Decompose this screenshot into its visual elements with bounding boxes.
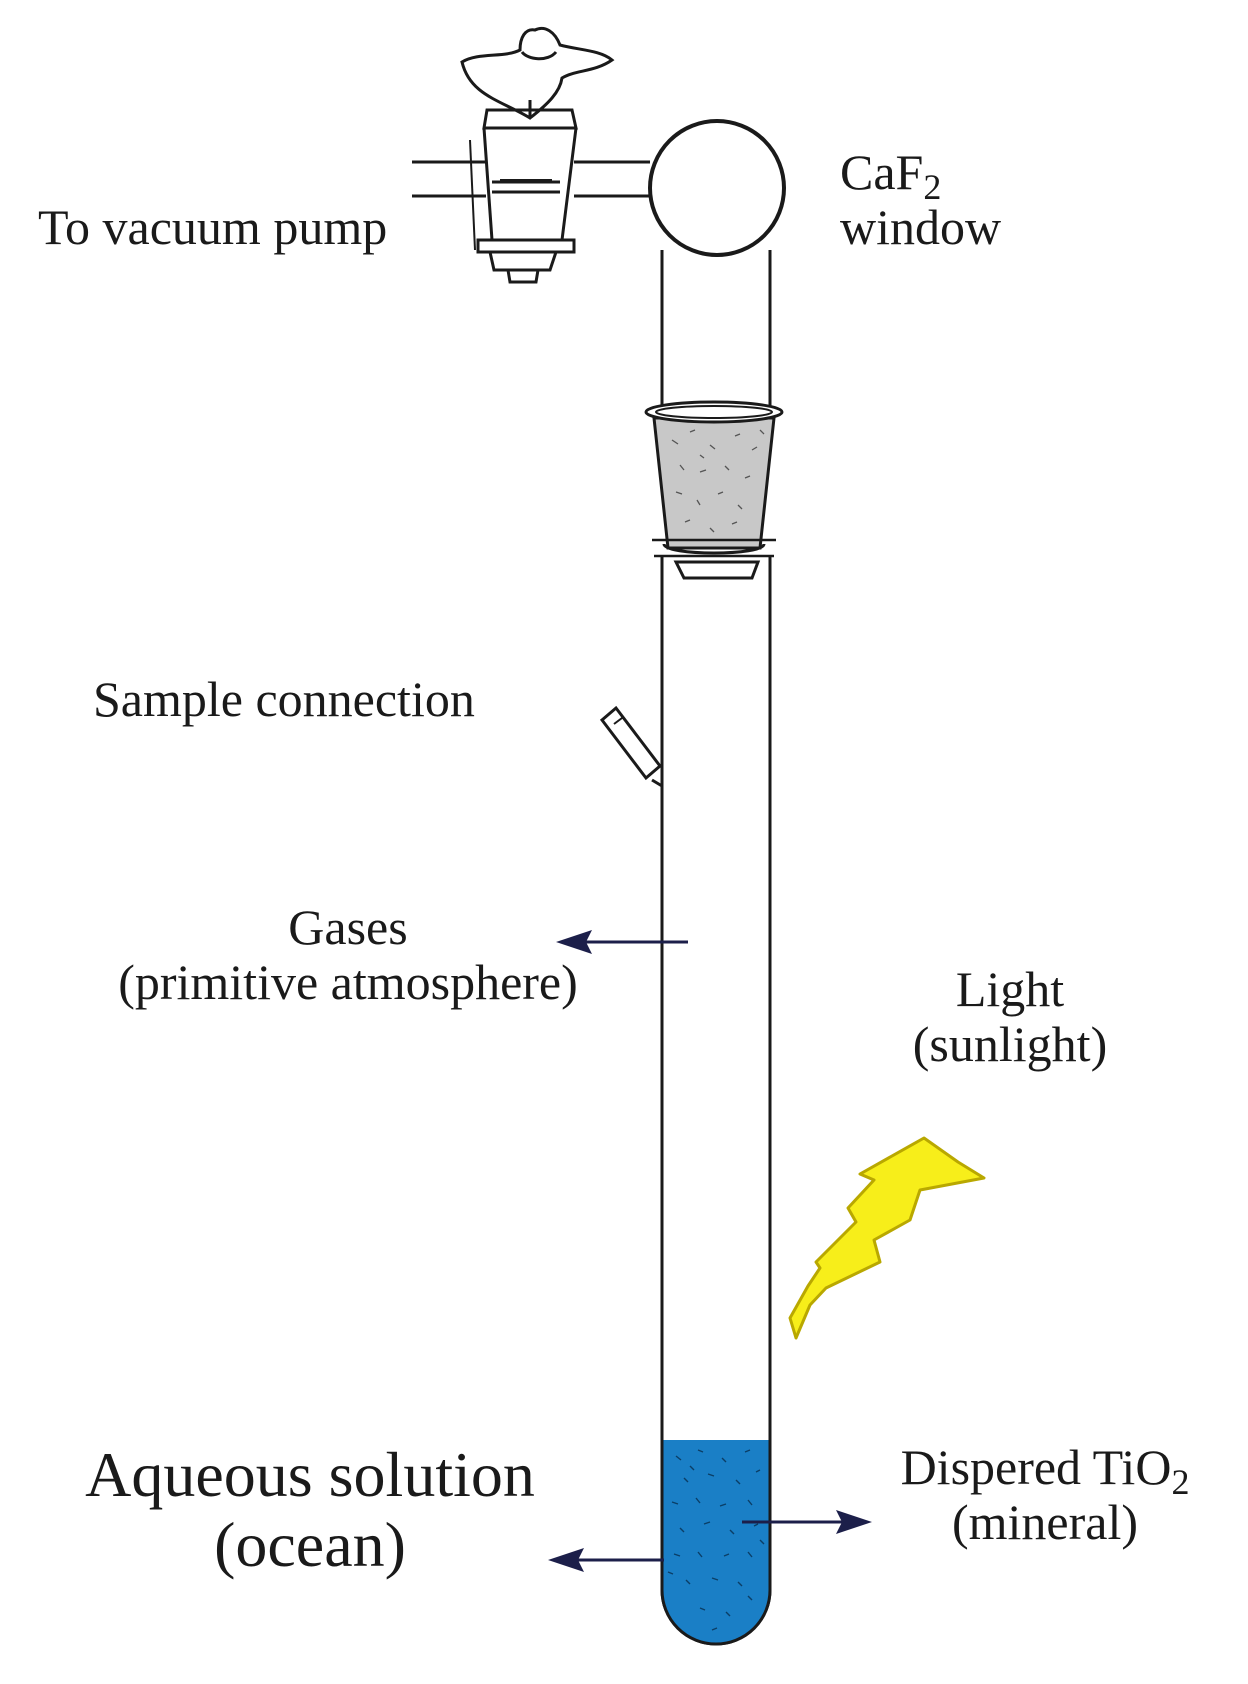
caf2-line1: CaF2 [840,144,1001,206]
aqueous-line1: Aqueous solution [85,1439,535,1510]
tio2-line2: (mineral) [951,1494,1138,1550]
caf2-line2: window [840,199,1002,255]
vacuum-side-arm [412,160,650,198]
aqueous-line2: (ocean) [214,1509,406,1581]
caf2-main-text: CaF [840,144,924,200]
tio2-subscript: 2 [1171,1462,1190,1503]
light-label: Light (sunlight) [880,962,1140,1072]
vacuum-pump-label: To vacuum pump [38,200,387,255]
gases-arrow [556,930,688,954]
gases-line2: (primitive atmosphere) [118,954,578,1010]
light-line2: (sunlight) [912,1016,1108,1072]
stopcock [469,108,578,284]
gases-label: Gases (primitive atmosphere) [58,900,638,1010]
tio2-particles [667,1449,765,1631]
aqueous-solution [660,1440,772,1646]
tio2-arrow [742,1510,872,1534]
caf2-window-label: CaF2 window [840,145,1001,255]
ground-glass-joint [644,400,784,580]
lightning-bolt-icon [788,1136,986,1340]
sample-port [599,705,663,788]
sample-connection-label: Sample connection [93,672,475,727]
caf2-window [648,119,786,257]
gases-line1: Gases [288,899,408,955]
tio2-line1: Dispered TiO2 [860,1439,1230,1501]
caf2-subscript: 2 [923,167,942,208]
aqueous-solution-label: Aqueous solution (ocean) [45,1439,575,1581]
light-line1: Light [955,961,1065,1017]
vacuum-pump-text: To vacuum pump [38,199,388,255]
stopcock-handle [460,26,615,120]
tio2-label: Dispered TiO2 (mineral) [860,1440,1230,1550]
sample-connection-text: Sample connection [93,671,475,727]
upper-tube [660,250,772,408]
tio2-main-text: Dispered TiO [900,1439,1172,1495]
annotation-arrows [548,930,872,1572]
aqueous-arrow [548,1548,664,1572]
